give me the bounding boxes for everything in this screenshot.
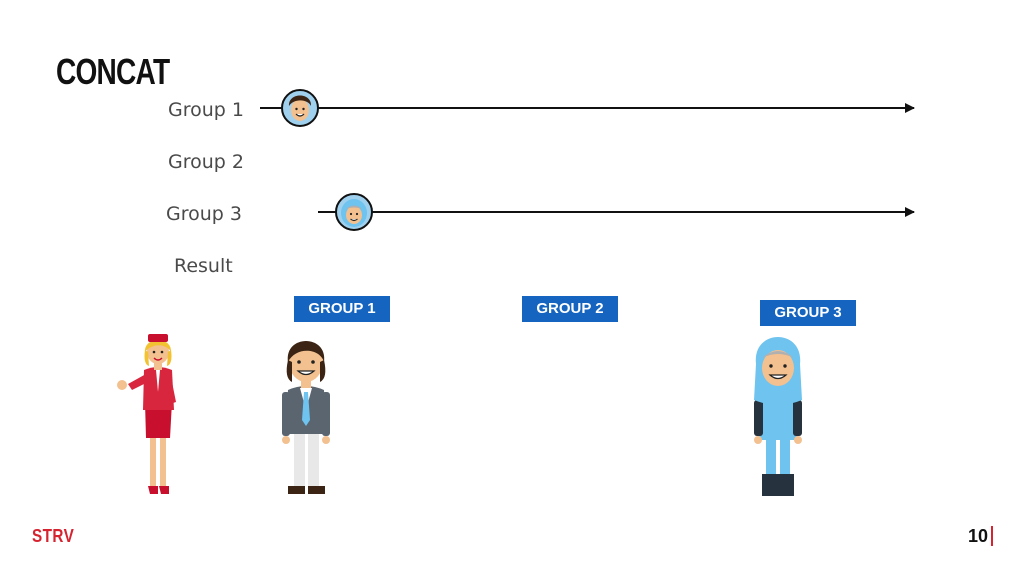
row-label-result: Result — [174, 255, 233, 277]
row-label-group-1: Group 1 — [168, 99, 244, 121]
slide-title: CONCAT — [56, 51, 170, 92]
man-figure — [282, 341, 330, 494]
group-2-tag: GROUP 2 — [522, 296, 618, 322]
page-number: 10 — [967, 526, 988, 546]
marble-man-avatar — [281, 89, 319, 127]
group-3-tag: GROUP 3 — [760, 300, 856, 326]
stewardess-figure — [117, 334, 176, 494]
group-1-tag: GROUP 1 — [294, 296, 390, 322]
row-label-group-3: Group 3 — [166, 203, 242, 225]
row-label-group-2: Group 2 — [168, 151, 244, 173]
marble-woman-avatar — [335, 193, 373, 231]
woman-figure — [754, 337, 802, 496]
brand-logo: STRV — [32, 526, 75, 546]
page-number-accent — [991, 526, 993, 546]
